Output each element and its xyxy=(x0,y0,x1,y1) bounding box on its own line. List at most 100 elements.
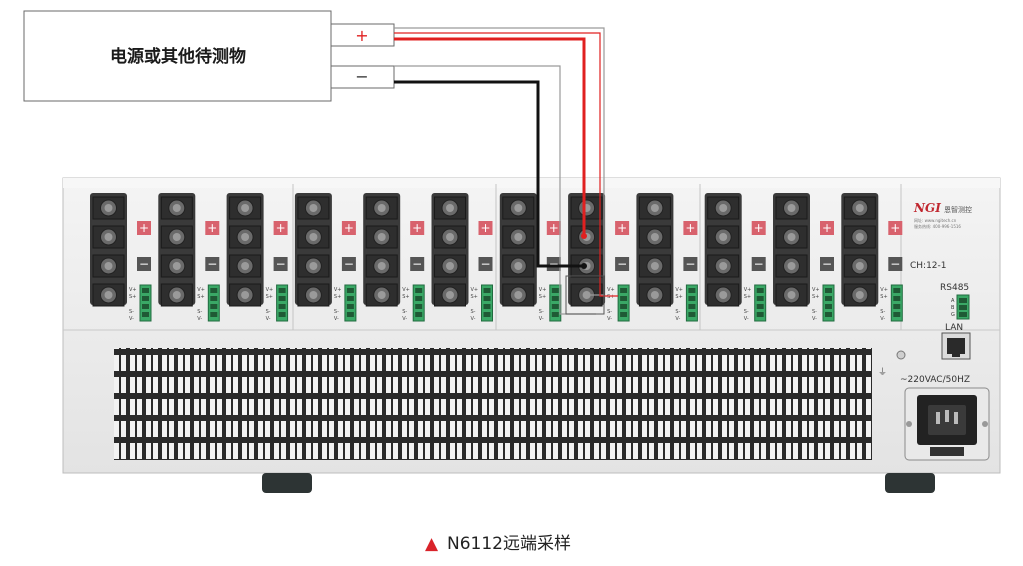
plus-badge-label: + xyxy=(412,221,422,235)
sense-connector[interactable] xyxy=(754,284,767,322)
sense-pin-label: V+ xyxy=(812,287,820,293)
caption: ▲ N6112远端采样 xyxy=(425,534,571,554)
sense-pin-label: S- xyxy=(266,309,271,315)
terminal-screw xyxy=(638,196,671,220)
terminal-screw xyxy=(365,283,398,307)
terminal-screw xyxy=(92,225,125,249)
plus-badge-label: + xyxy=(344,221,354,235)
brand-web: 网址: www.ngitech.cn xyxy=(914,217,957,223)
plus-badge xyxy=(751,221,766,235)
minus-badge-label: − xyxy=(822,257,832,271)
sense-pin-label: S- xyxy=(812,309,817,315)
minus-badge xyxy=(137,257,151,271)
terminal-screw xyxy=(570,196,603,220)
terminal-screw xyxy=(229,196,262,220)
dut-box: 电源或其他待测物 xyxy=(23,10,332,102)
terminal-screw xyxy=(638,225,671,249)
plus-badge xyxy=(820,221,834,235)
caption-marker: ▲ xyxy=(425,534,439,554)
rs485-pin-a: A xyxy=(951,298,955,304)
plus-badge-label: + xyxy=(276,221,286,235)
channel-slot: +−V+S+S-V- xyxy=(363,193,425,322)
sense-plus-wire xyxy=(394,27,605,296)
plus-badge-label: + xyxy=(685,221,695,235)
sense-pin-label: V- xyxy=(197,316,202,322)
vent-grille xyxy=(114,348,872,460)
plus-badge xyxy=(410,221,425,235)
minus-badge xyxy=(273,257,288,271)
brand-logo: NGI xyxy=(913,201,941,215)
terminal-screw xyxy=(92,283,125,307)
sense-pin-label: V- xyxy=(744,316,749,322)
sense-connector[interactable] xyxy=(139,284,152,322)
ac-power-inlet[interactable] xyxy=(904,387,990,461)
terminal-screw xyxy=(707,283,740,307)
minus-badge-label: − xyxy=(754,257,764,271)
terminal-screw xyxy=(297,196,330,220)
sense-connector[interactable] xyxy=(276,284,289,322)
sense-connector[interactable] xyxy=(685,284,698,322)
sense-pin-label: S+ xyxy=(129,294,136,300)
negative-power-wire xyxy=(394,80,584,268)
negative-terminal-dot xyxy=(581,263,587,269)
lan-port[interactable] xyxy=(941,332,971,360)
sense-connector[interactable] xyxy=(890,284,903,322)
sense-connector[interactable] xyxy=(481,284,493,322)
plus-badge-label: + xyxy=(549,221,559,235)
plus-badge-label: + xyxy=(207,221,217,235)
sense-pin-label: V+ xyxy=(607,287,615,293)
terminal-screw xyxy=(297,283,330,307)
plus-badge-label: + xyxy=(139,221,149,235)
sense-terminal-frame xyxy=(565,275,605,315)
sense-connector[interactable] xyxy=(207,284,220,322)
plus-badge-label: + xyxy=(617,221,627,235)
channel-slot: +−V+S+S-V- xyxy=(499,193,562,322)
minus-badge-label: − xyxy=(139,257,149,271)
channel-id: CH:12-1 xyxy=(910,261,947,271)
sense-connector[interactable] xyxy=(617,284,630,322)
terminal-screw xyxy=(365,254,398,278)
positive-terminal-dot xyxy=(581,233,587,239)
left-foot xyxy=(262,473,312,493)
sense-pin-label: S+ xyxy=(607,294,614,300)
plus-badge-label: + xyxy=(480,221,490,235)
terminal-screw xyxy=(297,254,330,278)
rs485-connector[interactable] xyxy=(956,294,970,320)
minus-badge xyxy=(615,257,630,271)
sense-pin-label: V- xyxy=(539,316,544,322)
channel-slot: +−V+S+S-V- xyxy=(431,193,493,322)
terminal-screw xyxy=(434,283,466,307)
rs485-pin-g: G xyxy=(951,312,955,318)
terminal-screw xyxy=(638,283,671,307)
minus-badge xyxy=(888,257,903,271)
sense-connector[interactable] xyxy=(822,284,835,322)
plus-badge xyxy=(273,221,288,235)
dut-terminal-minus: − xyxy=(330,65,395,89)
sense-pin-label: V+ xyxy=(744,287,752,293)
terminal-screw xyxy=(365,225,398,249)
minus-sign: − xyxy=(355,67,368,86)
sense-pin-label: S- xyxy=(744,309,749,315)
terminal-screw xyxy=(502,254,535,278)
channel-slot: +−V+S+S-V- xyxy=(841,193,903,322)
sense-pin-label: S- xyxy=(607,309,612,315)
minus-badge xyxy=(410,257,425,271)
sense-pin-label: S- xyxy=(880,309,885,315)
plus-badge xyxy=(205,221,220,235)
terminal-screw xyxy=(843,283,876,307)
sense-pin-label: S+ xyxy=(266,294,273,300)
minus-badge-label: − xyxy=(480,257,490,271)
terminal-screw xyxy=(775,254,808,278)
plus-badge-label: + xyxy=(822,221,832,235)
minus-badge xyxy=(341,257,356,271)
sense-pin-label: V- xyxy=(880,316,885,322)
sense-connector[interactable] xyxy=(412,284,425,322)
brand-cn: 恩智测控 xyxy=(944,205,972,214)
sense-pin-label: V- xyxy=(812,316,817,322)
sense-pin-label: V- xyxy=(266,316,271,322)
sense-pin-label: S+ xyxy=(675,294,682,300)
sense-pin-label: S- xyxy=(334,309,339,315)
sense-connector[interactable] xyxy=(549,284,562,322)
sense-connector[interactable] xyxy=(344,284,357,322)
